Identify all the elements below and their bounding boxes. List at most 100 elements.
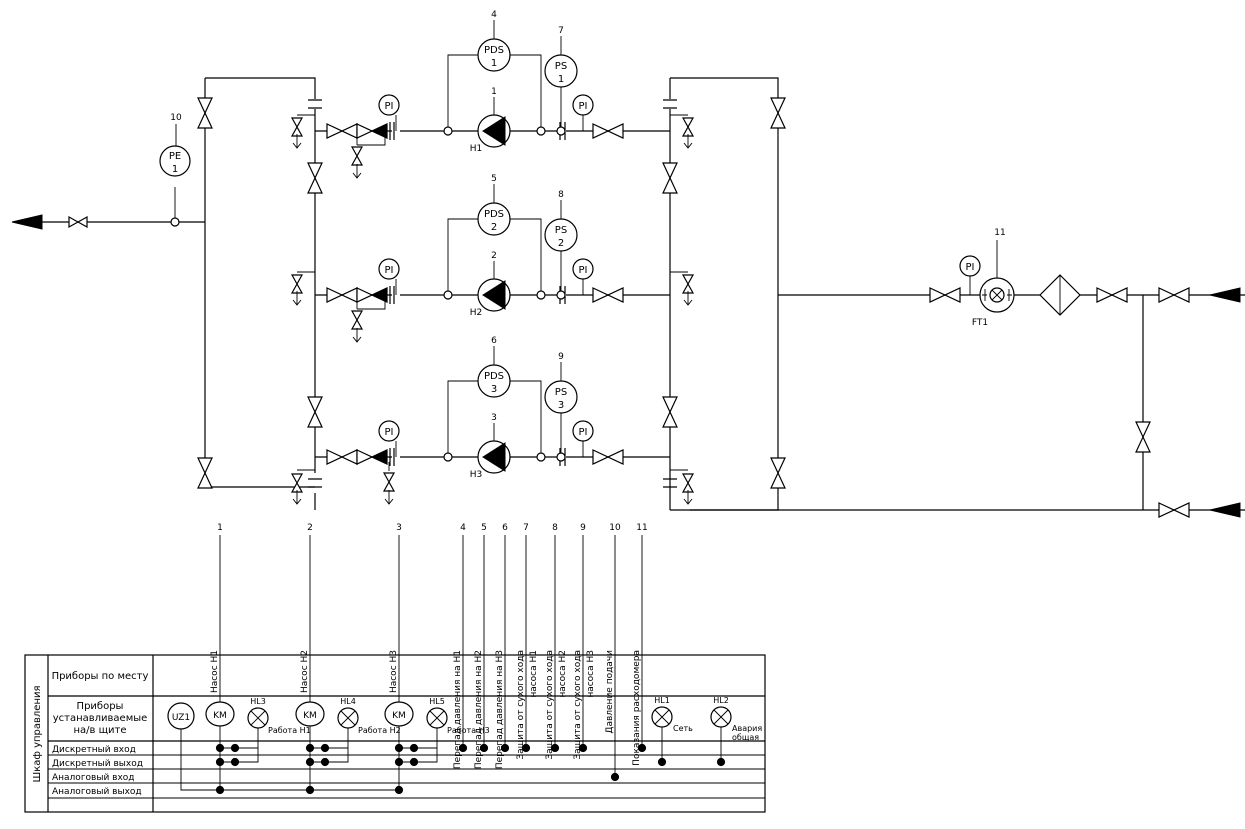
pds-num: 3 [491, 384, 497, 395]
drain-valve [351, 310, 363, 330]
svg-text:PI: PI [966, 262, 975, 273]
pi-label: PI [579, 265, 588, 276]
signal-num: 8 [552, 523, 558, 533]
signal-num: 10 [609, 523, 621, 533]
pe-balloon: PE 1 10 [159, 113, 191, 177]
pump-label: H3 [470, 470, 483, 480]
svg-text:1: 1 [172, 164, 178, 175]
signal-num: 11 [636, 523, 647, 533]
lamp-tag: HL2 [713, 696, 729, 705]
pds-ref: 6 [491, 336, 497, 346]
dot [716, 757, 726, 767]
drain-valve [383, 472, 395, 492]
tap-point [536, 290, 546, 300]
row-ai: Аналоговый вход [52, 773, 135, 783]
pi-label: PI [385, 427, 394, 438]
pi-label: PI [579, 427, 588, 438]
discharge-valve [592, 123, 624, 139]
dot [215, 757, 225, 767]
dot [409, 757, 419, 767]
dot [305, 743, 315, 753]
dot [521, 743, 531, 753]
pump-icon [477, 114, 511, 148]
dot [394, 785, 404, 795]
signal-label: Перепад давления на Н1 [453, 650, 463, 769]
drain-valve [351, 146, 363, 166]
lamp-tag: HL5 [429, 697, 445, 706]
pi-flowmeter: PI [959, 255, 981, 277]
lamp-text: Сеть [673, 724, 693, 733]
dot [230, 757, 240, 767]
pi-label: PI [385, 265, 394, 276]
drain-arrow [352, 327, 362, 343]
drain-arrow [352, 163, 362, 179]
pi-gauge: PI [572, 258, 594, 295]
dot [409, 743, 419, 753]
dot [458, 743, 468, 753]
ps-tag: PS [555, 225, 567, 236]
ps-num: 2 [558, 238, 564, 249]
signal-label-2: насоса Н3 [586, 650, 596, 698]
pump-ref: 1 [491, 87, 497, 97]
flowmeter [979, 277, 1015, 313]
drain-arrow [384, 489, 394, 505]
dot [394, 757, 404, 767]
ps-ref: 7 [558, 26, 564, 36]
lamp-icon [710, 706, 732, 728]
suction-valve [326, 123, 358, 139]
pds-num: 2 [491, 222, 497, 233]
lamp-tag: HL4 [340, 697, 356, 706]
dot [305, 785, 315, 795]
dot [320, 757, 330, 767]
lamp-text: Работа Н2 [358, 726, 401, 735]
panel-instr-line2: устанавливаемые [53, 713, 148, 724]
signal-label: Защита от сухого хода [545, 650, 555, 760]
signal-label: Перепад давления на Н2 [474, 650, 484, 769]
signal-num: 6 [502, 523, 508, 533]
tap-point [536, 452, 546, 462]
flange [389, 122, 395, 140]
dot [500, 743, 510, 753]
signal-num: 7 [523, 523, 529, 533]
dot [215, 743, 225, 753]
signal-num: 2 [307, 523, 313, 533]
lamp-icon [651, 706, 673, 728]
inlet-section [929, 240, 1241, 518]
ps-num: 3 [558, 400, 564, 411]
km-label: KM [392, 711, 406, 721]
pds-tag: PDS [484, 45, 504, 56]
dot [550, 743, 560, 753]
check-valve [356, 287, 388, 303]
signal-label: Давление подачи [605, 650, 615, 734]
flange [389, 448, 395, 466]
panel-instr-line3: на/в щите [73, 725, 126, 736]
flange [389, 286, 395, 304]
discharge-valve [592, 449, 624, 465]
control-panel-table: Шкаф управления Приборы по месту Приборы… [24, 654, 766, 813]
tap-point [536, 126, 546, 136]
lamp-icon [247, 707, 269, 729]
lamp-tag: HL1 [654, 696, 670, 705]
tap-point [443, 290, 453, 300]
km-label: KM [303, 711, 317, 721]
pi-gauge: PI [378, 94, 400, 131]
signal-label: Защита от сухого хода [516, 650, 526, 760]
tap-point [556, 290, 566, 300]
discharge-valve [592, 287, 624, 303]
pds-ref: 4 [491, 10, 497, 20]
ps-num: 1 [558, 74, 564, 85]
svg-text:UZ1: UZ1 [172, 713, 190, 723]
signal-num: 3 [396, 523, 402, 533]
